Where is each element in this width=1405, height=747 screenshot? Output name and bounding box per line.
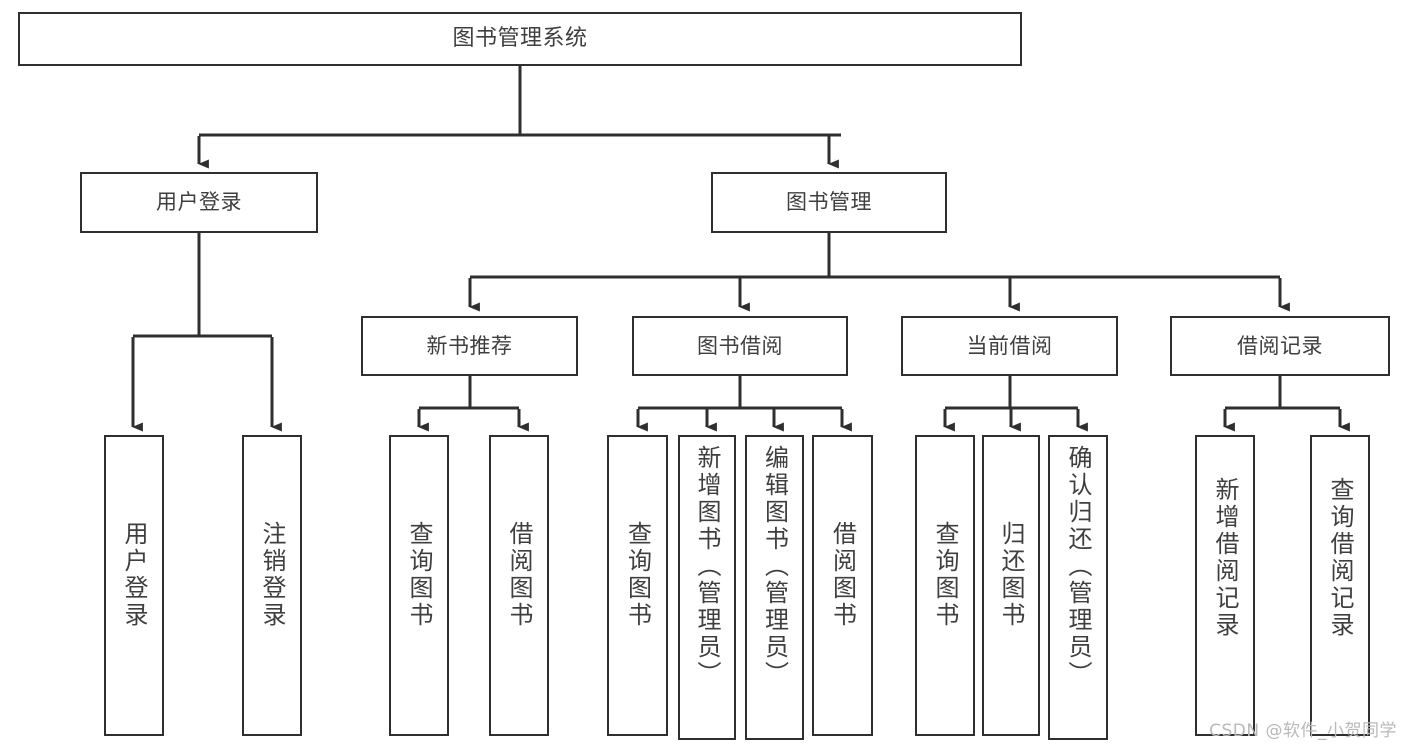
node-current-borrow[interactable]: 当前借阅 xyxy=(901,316,1118,376)
node-borrow-record[interactable]: 借阅记录 xyxy=(1170,316,1390,376)
node-label: 归还图书 xyxy=(997,521,1025,629)
node-leaf-query-record[interactable]: 查询借阅记录 xyxy=(1310,435,1370,736)
node-label: 新增图书（管理员） xyxy=(693,445,721,688)
node-label: 查询借阅记录 xyxy=(1326,477,1354,639)
node-label: 图书管理 xyxy=(786,190,872,215)
node-label: 图书管理系统 xyxy=(452,26,588,52)
node-leaf-confirm-return[interactable]: 确认归还（管理员） xyxy=(1048,435,1108,740)
node-leaf-add-record[interactable]: 新增借阅记录 xyxy=(1195,435,1255,736)
node-leaf-return-book[interactable]: 归还图书 xyxy=(982,435,1040,736)
node-label: 确认归还（管理员） xyxy=(1064,445,1092,688)
node-user-login[interactable]: 用户登录 xyxy=(80,172,318,233)
node-root-system[interactable]: 图书管理系统 xyxy=(18,12,1022,66)
node-leaf-add-book[interactable]: 新增图书（管理员） xyxy=(678,435,736,740)
node-book-manage[interactable]: 图书管理 xyxy=(711,172,947,233)
node-label: 查询图书 xyxy=(405,521,433,629)
node-label: 用户登录 xyxy=(120,521,148,629)
node-leaf-borrow-book-1[interactable]: 借阅图书 xyxy=(489,435,549,736)
node-label: 借阅图书 xyxy=(505,521,533,629)
node-label: 图书借阅 xyxy=(697,333,783,358)
node-label: 新书推荐 xyxy=(426,333,513,358)
node-label: 借阅图书 xyxy=(828,521,857,629)
node-leaf-user-login[interactable]: 用户登录 xyxy=(104,435,164,736)
node-book-borrow[interactable]: 图书借阅 xyxy=(632,316,848,376)
node-label: 编辑图书（管理员） xyxy=(760,445,789,688)
node-label: 注销登录 xyxy=(258,521,286,629)
node-label: 查询图书 xyxy=(931,521,959,629)
node-label: 用户登录 xyxy=(156,190,242,215)
node-leaf-borrow-book-2[interactable]: 借阅图书 xyxy=(812,435,873,736)
node-new-book-recommend[interactable]: 新书推荐 xyxy=(361,316,578,376)
node-label: 借阅记录 xyxy=(1237,333,1323,358)
node-leaf-logout-login[interactable]: 注销登录 xyxy=(242,435,302,736)
node-label: 当前借阅 xyxy=(966,333,1053,358)
node-leaf-edit-book[interactable]: 编辑图书（管理员） xyxy=(745,435,804,740)
node-leaf-query-book-3[interactable]: 查询图书 xyxy=(915,435,975,736)
node-label: 查询图书 xyxy=(623,521,652,629)
node-leaf-query-book-2[interactable]: 查询图书 xyxy=(607,435,668,736)
node-label: 新增借阅记录 xyxy=(1211,477,1239,639)
node-leaf-query-book-1[interactable]: 查询图书 xyxy=(389,435,449,736)
